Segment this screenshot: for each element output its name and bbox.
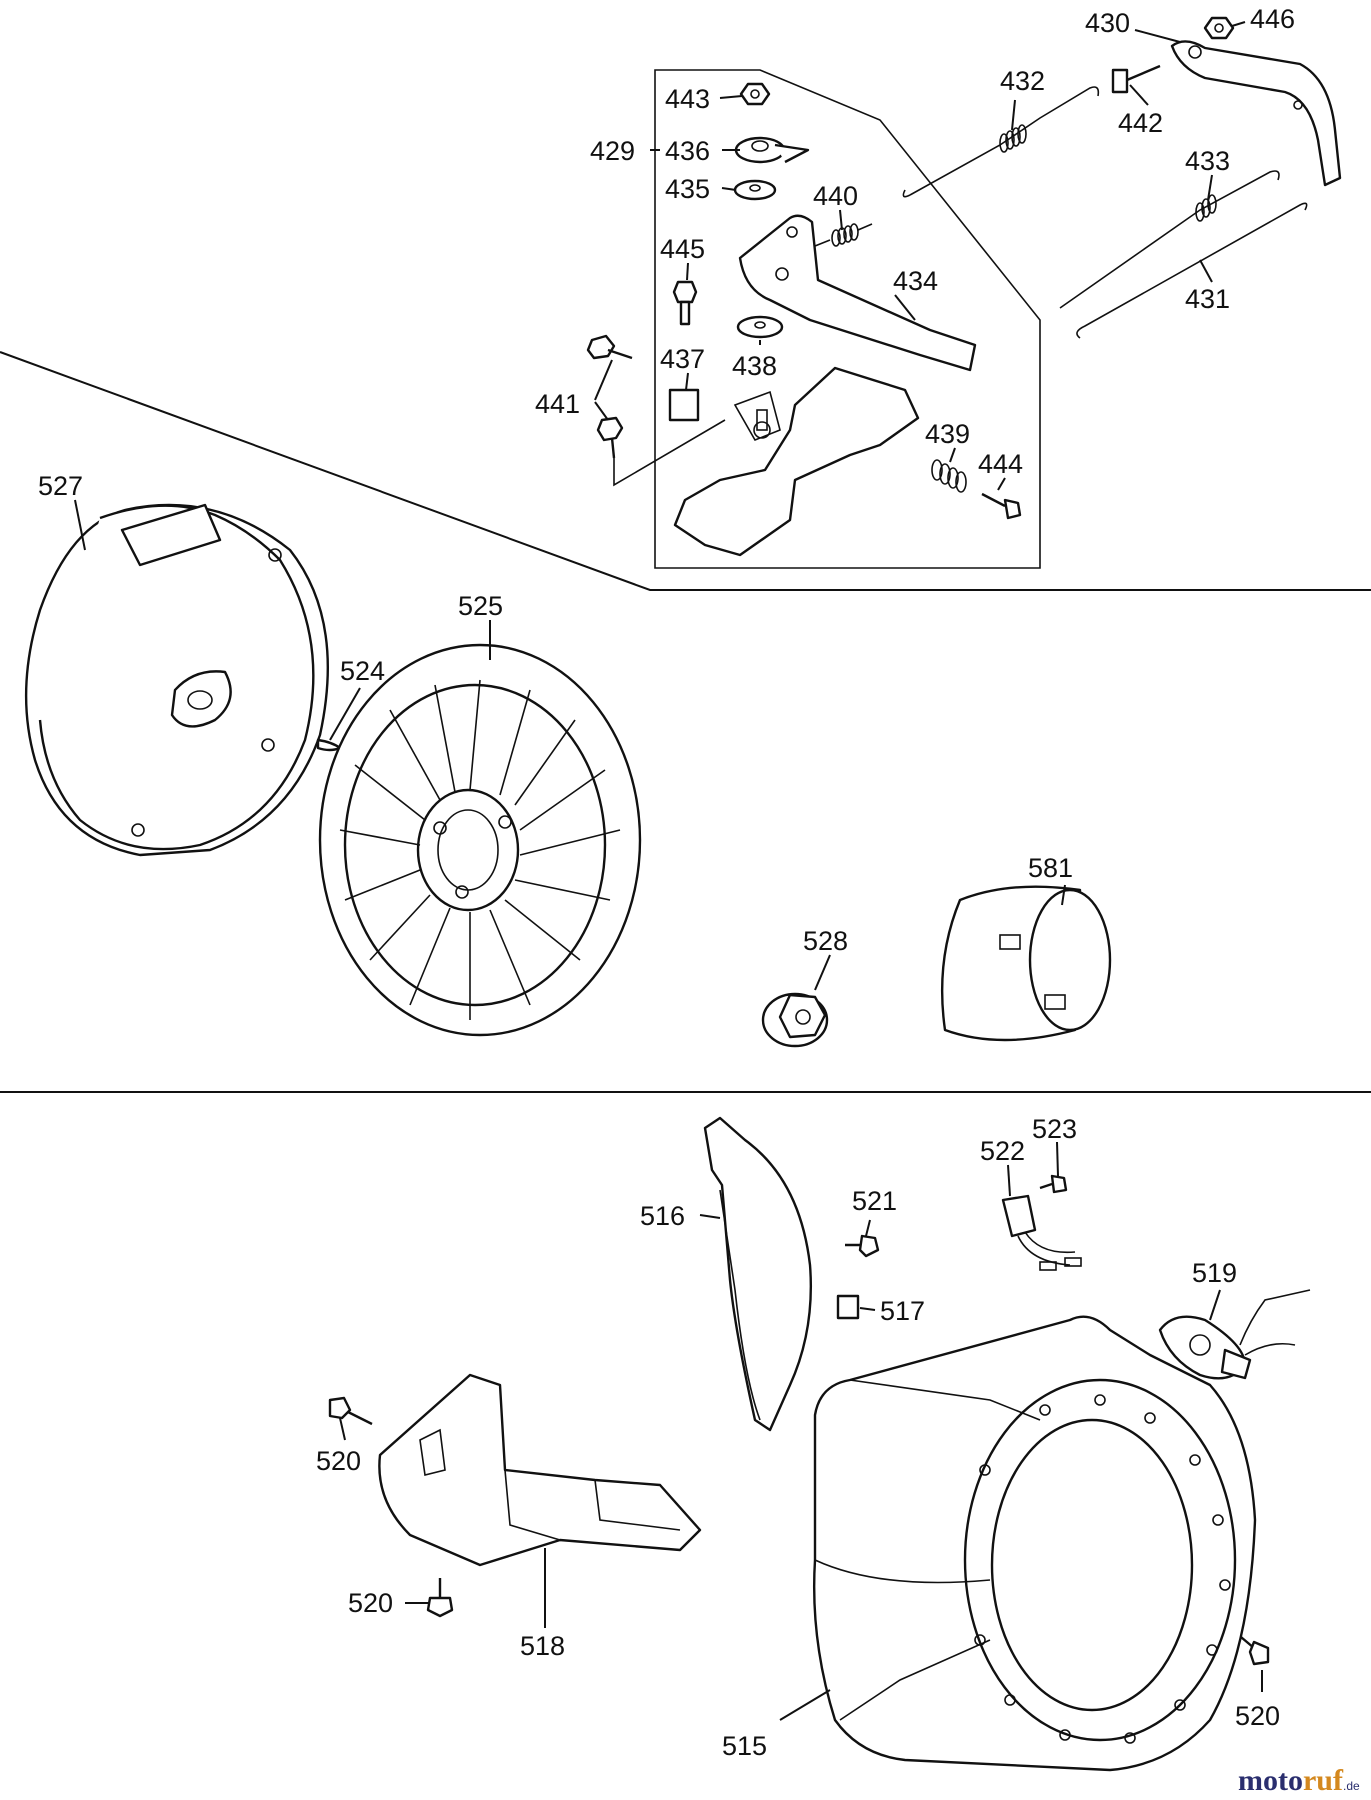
label-439: 439 <box>925 419 970 449</box>
washer-435 <box>733 179 777 201</box>
part-labels: 430 446 432 442 443 429 436 435 440 433 … <box>38 4 1295 1761</box>
spring-440 <box>814 223 873 247</box>
leader-441 <box>613 419 726 487</box>
bolt-445 <box>672 280 698 326</box>
label-429: 429 <box>590 136 635 166</box>
leader-lines <box>74 21 1263 1721</box>
label-518: 518 <box>520 1631 565 1661</box>
flange-nut-528 <box>761 992 829 1048</box>
spring-rod-432 <box>902 86 1100 198</box>
bolt-441-lower <box>596 416 624 459</box>
clip-437 <box>668 388 700 422</box>
label-516: 516 <box>640 1201 685 1231</box>
label-438: 438 <box>732 351 777 381</box>
screw-520-left <box>328 1396 373 1426</box>
screw-523 <box>1039 1174 1068 1194</box>
label-441: 441 <box>535 389 580 419</box>
label-521: 521 <box>852 1186 897 1216</box>
label-517: 517 <box>880 1296 925 1326</box>
label-432: 432 <box>1000 66 1045 96</box>
bolt-521 <box>845 1234 880 1258</box>
label-436: 436 <box>665 136 710 166</box>
watermark-brand-a: moto <box>1238 1764 1303 1797</box>
label-431: 431 <box>1185 284 1230 314</box>
label-520-right: 520 <box>1235 1701 1280 1731</box>
spring-rod-433 <box>1059 170 1280 309</box>
label-527: 527 <box>38 471 83 501</box>
label-440: 440 <box>813 181 858 211</box>
bolt-442 <box>1111 64 1161 94</box>
cup-581 <box>940 885 1112 1042</box>
sensor-519 <box>1158 1289 1311 1380</box>
spring-439 <box>931 459 967 493</box>
label-519: 519 <box>1192 1258 1237 1288</box>
washer-438 <box>736 315 784 339</box>
housing-527 <box>24 503 329 857</box>
governor-arm-434 <box>738 214 977 372</box>
watermark-brand-b: ruf <box>1303 1764 1344 1797</box>
label-522: 522 <box>980 1136 1025 1166</box>
label-446: 446 <box>1250 4 1295 34</box>
flywheel-525 <box>318 643 642 1037</box>
label-520-lower: 520 <box>348 1588 393 1618</box>
clip-517 <box>836 1294 860 1320</box>
label-437: 437 <box>660 344 705 374</box>
label-445: 445 <box>660 234 705 264</box>
watermark-suffix: .de <box>1343 1779 1360 1793</box>
label-528: 528 <box>803 926 848 956</box>
label-525: 525 <box>458 591 503 621</box>
label-520-left: 520 <box>316 1446 361 1476</box>
watermark-text: motoruf.de <box>1238 1764 1360 1797</box>
label-442: 442 <box>1118 108 1163 138</box>
key-524 <box>316 738 342 752</box>
label-435: 435 <box>665 174 710 204</box>
label-524: 524 <box>340 656 385 686</box>
cover-518 <box>378 1373 702 1567</box>
bolt-444 <box>981 492 1022 520</box>
governor-bracket <box>673 366 920 557</box>
rod-431 <box>1076 202 1308 339</box>
plate-436 <box>734 136 810 164</box>
nut-446 <box>1203 16 1235 40</box>
nut-443 <box>739 82 771 106</box>
bolt-441-upper <box>586 334 633 360</box>
governor-assembly-outline <box>654 69 1041 569</box>
label-430: 430 <box>1085 8 1130 38</box>
label-434: 434 <box>893 266 938 296</box>
watermark: motoruf.de <box>1238 1764 1360 1797</box>
section-divider-upper <box>0 351 1371 591</box>
shroud-515 <box>812 1315 1257 1772</box>
label-523: 523 <box>1032 1114 1077 1144</box>
label-443: 443 <box>665 84 710 114</box>
label-581: 581 <box>1028 853 1073 883</box>
label-444: 444 <box>978 449 1023 479</box>
switch-522 <box>1001 1194 1082 1271</box>
screw-520-lower <box>426 1578 454 1618</box>
label-515: 515 <box>722 1731 767 1761</box>
baffle-516 <box>703 1116 813 1432</box>
lever-arm-430 <box>1170 40 1342 187</box>
label-433: 433 <box>1185 146 1230 176</box>
